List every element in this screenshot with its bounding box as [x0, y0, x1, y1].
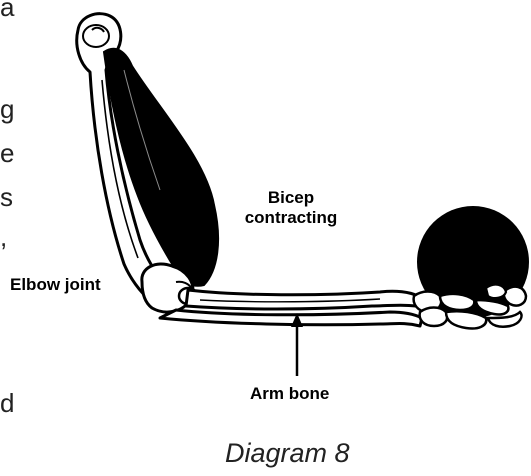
bicep-label: Bicep contracting [226, 188, 356, 228]
arm-bone-label: Arm bone [250, 384, 329, 404]
bicep-label-line2: contracting [226, 208, 356, 228]
elbow-joint-label: Elbow joint [10, 275, 101, 295]
diagram-caption: Diagram 8 [225, 437, 350, 469]
bicep-label-line1: Bicep [226, 188, 356, 208]
forearm-bones [160, 290, 422, 326]
